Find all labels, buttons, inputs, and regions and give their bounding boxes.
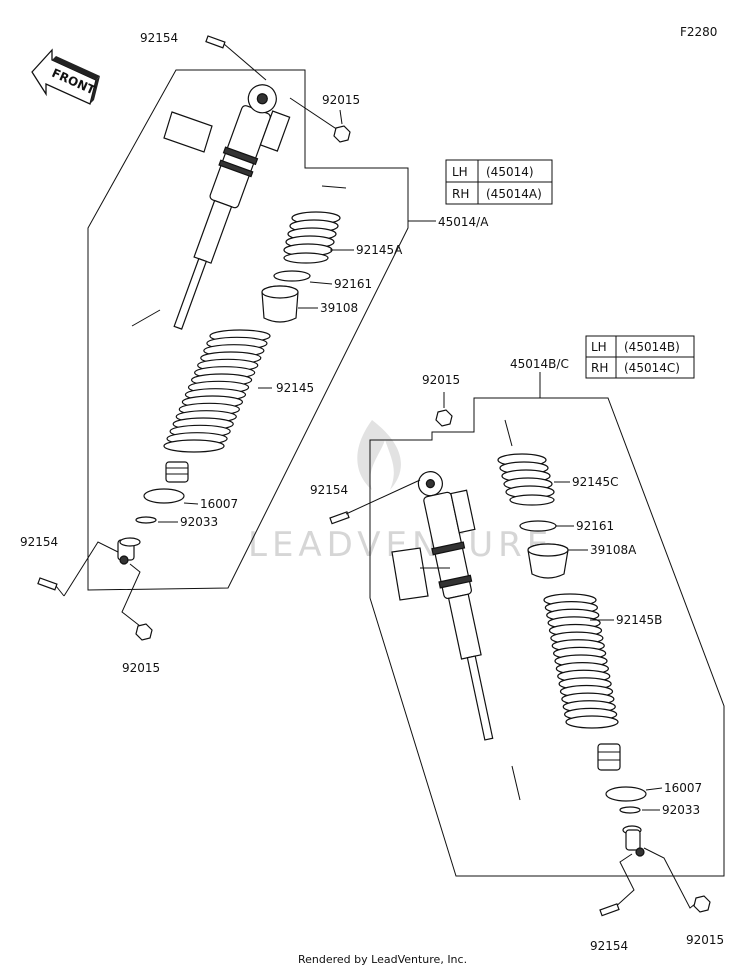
assembly-right-table: LH (45014B) RH (45014C) [585,335,695,379]
lower-eye-left-icon [117,537,141,565]
callout-right-spring-main: 92145B [616,613,662,627]
nut-right-bottom-icon [693,895,711,913]
bolt-left-top-icon [205,35,339,131]
callout-right-seat: 16007 [664,781,702,795]
figure-code: F2280 [680,25,717,39]
lower-eye-right-icon [622,825,645,857]
callout-left-ring: 92161 [334,277,372,291]
nut-left-bottom-icon [135,623,153,641]
nut-left-top-icon [333,109,351,143]
callout-left-spring-main: 92145 [276,381,314,395]
ring-left-icon [273,270,311,282]
callout-left-collar: 39108 [320,301,358,315]
callout-right-bolt-top: 92154 [310,483,348,497]
spring-main-left [163,329,271,453]
callout-left-nut-top: 92015 [322,93,360,107]
callout-right-nut-bottom: 92015 [686,933,724,947]
assembly-left-frame [87,69,409,591]
callout-left-seat: 16007 [200,497,238,511]
seat-right-icon [605,786,647,802]
bump-stop-right-icon [597,743,621,771]
table-right-rh: RH [591,361,608,375]
bolt-right-bottom-icon [599,903,620,917]
nut-right-top-icon [435,409,453,427]
callout-right-spring-upper: 92145C [572,475,619,489]
spring-coil [163,439,225,453]
assembly-left-label: 45014/A [438,215,489,229]
spring-main-right [543,593,619,729]
table-left-rh: RH [452,187,469,201]
callout-left-spring-upper: 92145A [356,243,403,257]
bolt-left-bottom-icon [37,577,65,597]
callout-right-ring: 92161 [576,519,614,533]
spring-upper-right [497,453,555,506]
assembly-right: LH (45014B) RH (45014C) 45014B/C 92015 [310,335,725,953]
table-left-lh: LH [452,165,468,179]
seat-left-icon [143,488,185,504]
callout-right-nut-top: 92015 [422,373,460,387]
collar-left-icon [261,285,299,323]
table-right-lh: LH [591,340,607,354]
spring-coil [565,715,619,729]
spring-upper-left [283,211,341,264]
callout-left-bolt-top: 92154 [140,31,178,45]
watermark: LEADVENTURE [248,420,548,565]
callout-left-bolt-bottom: 92154 [20,535,58,549]
callout-right-bolt-bottom: 92154 [590,939,628,953]
assembly-right-label: 45014B/C [510,357,569,371]
bolt-right-top-icon [329,479,421,525]
bump-stop-left-icon [165,461,189,483]
callout-right-clip: 92033 [662,803,700,817]
shock-right [417,471,494,741]
front-arrow-icon: FRONT [31,48,100,105]
table-right-rh-part: (45014C) [624,361,680,375]
table-left-lh-part: (45014) [486,165,534,179]
footer-credit: Rendered by LeadVenture, Inc. [298,953,467,966]
collar-right-icon [527,543,569,579]
assembly-left: LH (45014) RH (45014A) 45014/A 92154 [20,31,553,675]
assembly-right-frame [369,397,725,877]
table-left-rh-part: (45014A) [486,187,542,201]
callout-left-nut-bottom: 92015 [122,661,160,675]
callout-left-clip: 92033 [180,515,218,529]
shock-left-reservoir [163,111,213,153]
assembly-left-table: LH (45014) RH (45014A) [445,159,553,205]
shock-right-reservoir [391,547,429,601]
clip-right-icon [619,806,641,814]
clip-left-icon [135,516,157,524]
ring-right-icon [519,520,557,532]
shock-left [173,84,291,330]
table-right-lh-part: (45014B) [624,340,680,354]
callout-right-collar: 39108A [590,543,637,557]
